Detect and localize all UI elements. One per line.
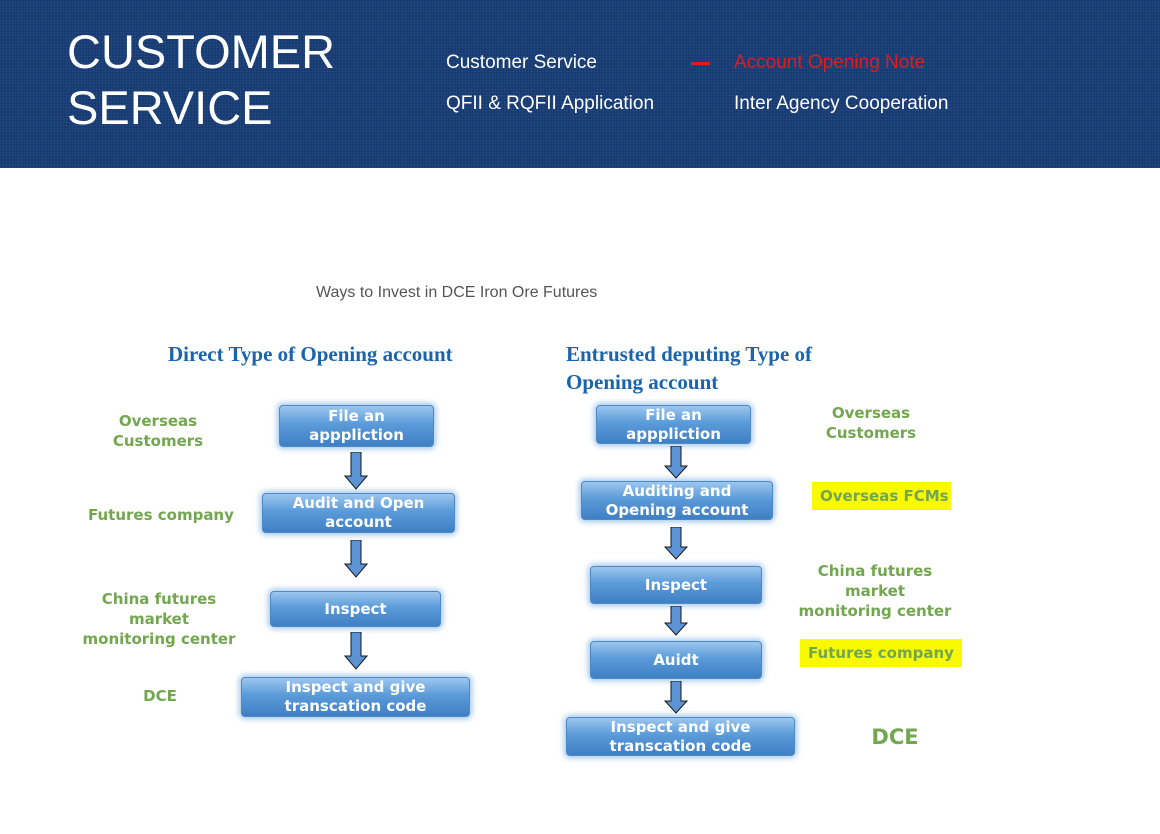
left-step-inspect-give-code: Inspect and give transcation code: [241, 677, 470, 717]
right-arrow-down-icon-3: [664, 606, 688, 636]
site-header: CUSTOMER SERVICE Customer Service Accoun…: [0, 0, 1160, 168]
left-label-futures-company: Futures company: [88, 506, 234, 524]
left-label-overseas-customers: Overseas Customers: [112, 412, 204, 450]
left-step-file-application: File an apppliction: [279, 405, 434, 447]
diagram-subtitle: Ways to Invest in DCE Iron Ore Futures: [316, 284, 598, 301]
left-arrow-down-icon-3: [344, 632, 368, 670]
right-label-overseas-customers: Overseas Customers: [825, 404, 917, 442]
right-step-auditing-opening: Auditing and Opening account: [581, 481, 773, 520]
active-indicator-dash: [691, 62, 710, 65]
left-step-audit-open: Audit and Open account: [262, 493, 455, 533]
direct-type-title: Direct Type of Opening account: [168, 342, 453, 366]
nav-inter-agency-cooperation[interactable]: Inter Agency Cooperation: [734, 93, 949, 114]
left-label-monitoring-center: China futures market monitoring center: [82, 590, 236, 648]
right-step-inspect-give-code: Inspect and give transcation code: [566, 717, 795, 756]
right-arrow-down-icon-2: [664, 527, 688, 560]
entrusted-type-title: Entrusted deputing Type of Opening accou…: [566, 342, 813, 394]
left-arrow-down-icon-1: [344, 452, 368, 490]
page-title-line2: SERVICE: [67, 81, 273, 134]
right-step-file-application: File an apppliction: [596, 405, 751, 444]
left-step-inspect: Inspect: [270, 591, 441, 627]
right-step-inspect: Inspect: [590, 566, 762, 604]
page-title-line1: CUSTOMER: [67, 25, 336, 78]
nav-account-opening-note[interactable]: Account Opening Note: [734, 52, 926, 73]
right-arrow-down-icon-1: [664, 446, 688, 479]
right-arrow-down-icon-4: [664, 681, 688, 714]
nav-customer-service[interactable]: Customer Service: [446, 52, 597, 73]
right-label-monitoring-center: China futures market monitoring center: [798, 562, 952, 620]
right-label-futures-company: Futures company: [800, 639, 962, 667]
right-step-auidt: Auidt: [590, 641, 762, 679]
left-arrow-down-icon-2: [344, 540, 368, 578]
left-label-dce: DCE: [143, 687, 177, 705]
nav-qfii-rqfii-application[interactable]: QFII & RQFII Application: [446, 93, 655, 114]
right-label-dce: DCE: [871, 725, 919, 749]
right-label-overseas-fcms: Overseas FCMs: [812, 482, 951, 510]
page-title: CUSTOMER SERVICE: [67, 24, 335, 136]
